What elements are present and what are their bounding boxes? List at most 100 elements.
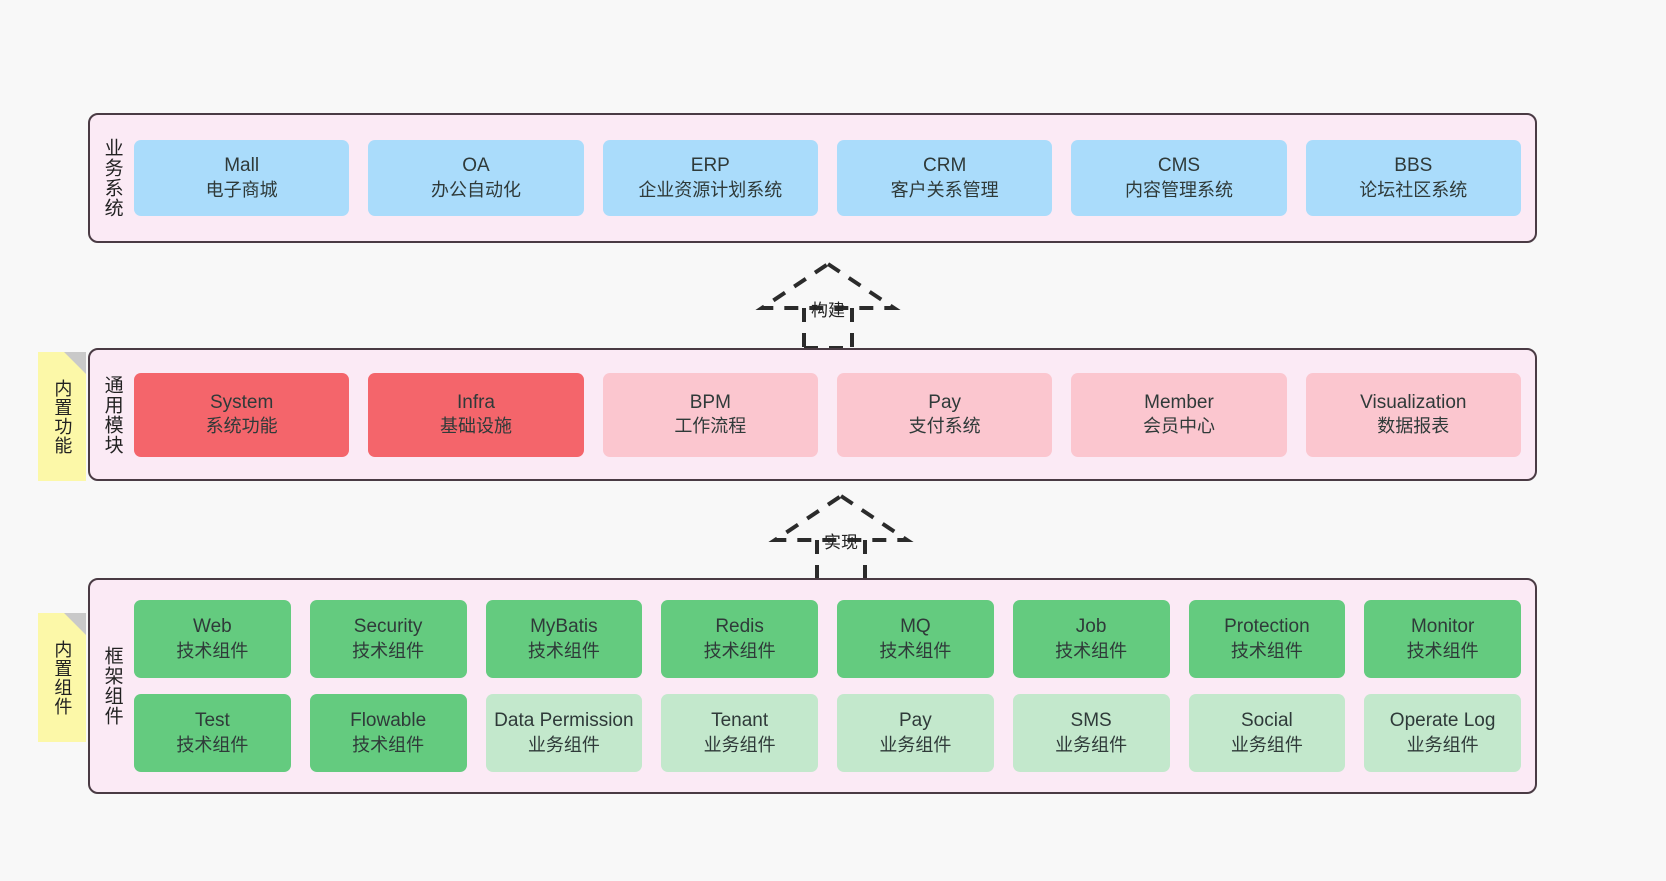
node-sms-subtitle: 业务组件 — [1055, 734, 1128, 755]
node-system-title: System — [209, 391, 274, 413]
node-pay-module[interactable]: Pay 支付系统 — [836, 372, 1053, 457]
node-cms[interactable]: CMS 内容管理系统 — [1071, 140, 1287, 216]
node-test-subtitle: 技术组件 — [176, 734, 249, 755]
node-bpm-subtitle: 工作流程 — [674, 416, 747, 437]
node-infra-title: Infra — [456, 391, 495, 413]
node-bbs-subtitle: 论坛社区系统 — [1359, 179, 1468, 200]
module-node-row: System 系统功能 Infra 基础设施 BPM 工作流程 Pay 支付系统… — [134, 372, 1521, 457]
node-oa[interactable]: OA 办公自动化 — [368, 140, 584, 216]
node-redis-subtitle: 技术组件 — [703, 640, 776, 661]
node-mybatis-subtitle: 技术组件 — [527, 640, 600, 661]
layer-business-body: Mall 电子商城 OA 办公自动化 ERP 企业资源计划系统 CRM 客户关系… — [134, 115, 1535, 241]
layer-module-body: System 系统功能 Infra 基础设施 BPM 工作流程 Pay 支付系统… — [134, 350, 1535, 479]
node-bpm[interactable]: BPM 工作流程 — [602, 372, 818, 457]
node-crm-title: CRM — [923, 155, 967, 177]
node-mybatis[interactable]: MyBatis 技术组件 — [485, 600, 643, 678]
node-pay-module-subtitle: 支付系统 — [908, 416, 981, 437]
node-bbs[interactable]: BBS 论坛社区系统 — [1305, 140, 1521, 216]
node-job[interactable]: Job 技术组件 — [1012, 600, 1170, 678]
layer-business-title: 业务系统 — [101, 138, 123, 218]
sticky-note-builtin-function-label: 内置功能 — [52, 378, 73, 455]
node-erp-title: ERP — [690, 155, 730, 177]
sticky-fold-corner-icon — [64, 613, 86, 635]
node-mall-subtitle: 电子商城 — [205, 179, 278, 200]
node-visualization[interactable]: Visualization 数据报表 — [1305, 372, 1521, 457]
node-operate-log-subtitle: 业务组件 — [1406, 734, 1479, 755]
node-web-subtitle: 技术组件 — [176, 640, 249, 661]
node-visualization-subtitle: 数据报表 — [1377, 416, 1450, 437]
node-tenant-title: Tenant — [711, 710, 769, 732]
arrow-build: 构建 — [753, 258, 903, 350]
layer-framework-component: 框架组件 Web 技术组件 Security 技术组件 MyBatis 技术组件… — [88, 578, 1537, 794]
arrow-implement: 实现 — [766, 490, 916, 582]
layer-business-system: 业务系统 Mall 电子商城 OA 办公自动化 ERP 企业资源计划系统 CRM… — [88, 113, 1537, 243]
node-oa-subtitle: 办公自动化 — [430, 179, 521, 200]
node-data-permission-subtitle: 业务组件 — [527, 734, 600, 755]
node-monitor[interactable]: Monitor 技术组件 — [1364, 600, 1521, 678]
node-oa-title: OA — [462, 155, 490, 177]
node-bbs-title: BBS — [1394, 155, 1433, 177]
node-crm-subtitle: 客户关系管理 — [890, 179, 999, 200]
node-bpm-title: BPM — [689, 391, 731, 413]
layer-common-module: 通用模块 System 系统功能 Infra 基础设施 BPM 工作流程 Pay… — [88, 348, 1537, 481]
node-test-title: Test — [194, 710, 230, 732]
node-mq[interactable]: MQ 技术组件 — [837, 600, 994, 678]
node-erp-subtitle: 企业资源计划系统 — [638, 179, 783, 200]
arrow-implement-glyph — [768, 493, 914, 582]
node-social-subtitle: 业务组件 — [1230, 734, 1303, 755]
node-social-title: Social — [1241, 710, 1293, 732]
node-security-subtitle: 技术组件 — [352, 640, 425, 661]
node-security[interactable]: Security 技术组件 — [309, 600, 467, 678]
node-tenant-subtitle: 业务组件 — [703, 734, 776, 755]
node-operate-log[interactable]: Operate Log 业务组件 — [1364, 694, 1521, 772]
node-monitor-title: Monitor — [1410, 616, 1475, 638]
node-job-subtitle: 技术组件 — [1055, 640, 1128, 661]
node-cms-subtitle: 内容管理系统 — [1124, 179, 1233, 200]
node-infra[interactable]: Infra 基础设施 — [368, 372, 584, 457]
node-crm[interactable]: CRM 客户关系管理 — [836, 140, 1053, 216]
node-member[interactable]: Member 会员中心 — [1071, 372, 1287, 457]
node-infra-subtitle: 基础设施 — [439, 416, 512, 437]
node-security-title: Security — [353, 616, 423, 638]
node-pay-module-title: Pay — [928, 391, 962, 413]
node-social[interactable]: Social 业务组件 — [1188, 694, 1346, 772]
node-data-permission[interactable]: Data Permission 业务组件 — [485, 694, 643, 772]
node-mq-subtitle: 技术组件 — [879, 640, 952, 661]
node-data-permission-title: Data Permission — [494, 710, 634, 732]
node-operate-log-title: Operate Log — [1389, 710, 1496, 732]
node-system-subtitle: 系统功能 — [205, 416, 278, 437]
node-cms-title: CMS — [1157, 155, 1201, 177]
business-node-row: Mall 电子商城 OA 办公自动化 ERP 企业资源计划系统 CRM 客户关系… — [134, 140, 1521, 216]
frame-biz-row: Test 技术组件 Flowable 技术组件 Data Permission … — [134, 694, 1521, 772]
node-protection-subtitle: 技术组件 — [1230, 640, 1303, 661]
node-pay-component-title: Pay — [899, 710, 932, 732]
node-monitor-subtitle: 技术组件 — [1406, 640, 1479, 661]
node-web[interactable]: Web 技术组件 — [134, 600, 291, 678]
node-test[interactable]: Test 技术组件 — [134, 694, 291, 772]
sticky-note-builtin-function: 内置功能 — [38, 352, 86, 481]
node-erp[interactable]: ERP 企业资源计划系统 — [602, 140, 818, 216]
sticky-fold-corner-icon — [64, 352, 86, 374]
node-redis[interactable]: Redis 技术组件 — [661, 600, 818, 678]
node-flowable-subtitle: 技术组件 — [352, 734, 425, 755]
node-protection[interactable]: Protection 技术组件 — [1188, 600, 1346, 678]
node-mybatis-title: MyBatis — [530, 616, 598, 638]
node-mq-title: MQ — [900, 616, 931, 638]
node-flowable[interactable]: Flowable 技术组件 — [309, 694, 467, 772]
node-member-title: Member — [1144, 391, 1214, 413]
frame-tech-row: Web 技术组件 Security 技术组件 MyBatis 技术组件 Redi… — [134, 600, 1521, 678]
sticky-note-builtin-component-label: 内置组件 — [52, 639, 73, 716]
arrow-build-glyph — [755, 261, 901, 350]
node-web-title: Web — [193, 616, 232, 638]
node-tenant[interactable]: Tenant 业务组件 — [661, 694, 818, 772]
node-sms[interactable]: SMS 业务组件 — [1012, 694, 1170, 772]
layer-frame-body: Web 技术组件 Security 技术组件 MyBatis 技术组件 Redi… — [134, 580, 1535, 792]
node-system[interactable]: System 系统功能 — [134, 372, 350, 457]
layer-module-title: 通用模块 — [101, 374, 123, 455]
node-pay-component[interactable]: Pay 业务组件 — [837, 694, 994, 772]
node-member-subtitle: 会员中心 — [1142, 416, 1215, 437]
sticky-note-builtin-component: 内置组件 — [38, 613, 86, 742]
node-visualization-title: Visualization — [1360, 391, 1467, 413]
node-mall[interactable]: Mall 电子商城 — [134, 140, 350, 216]
